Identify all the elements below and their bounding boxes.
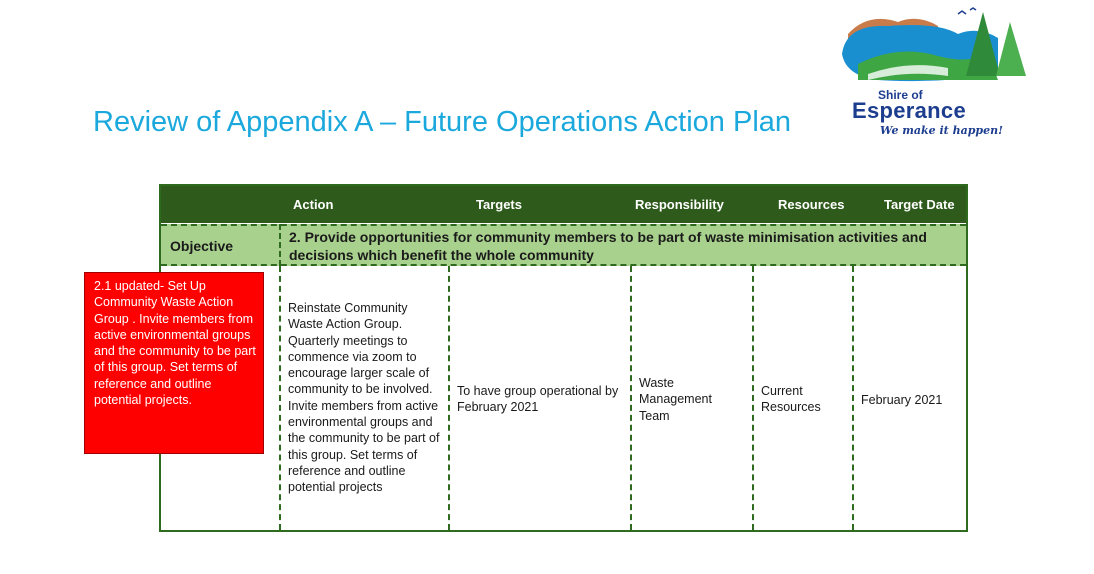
objective-text: 2. Provide opportunities for community m… [289, 229, 927, 263]
logo-shire-text: Shire of [878, 88, 923, 102]
column-divider [448, 266, 450, 530]
header-responsibility: Responsibility [635, 197, 724, 212]
logo-landscape-icon [842, 7, 1026, 82]
header-targets: Targets [476, 197, 522, 212]
responsibility-cell: Waste Management Team [639, 376, 712, 423]
header-target-date: Target Date [884, 197, 955, 212]
table-header-row: Action Targets Responsibility Resources … [161, 186, 966, 223]
objective-row: Objective 2. Provide opportunities for c… [161, 224, 966, 266]
column-divider [279, 266, 281, 530]
shire-logo: Shire of Esperance We make it happen! [838, 4, 1038, 142]
objective-label: Objective [170, 238, 234, 254]
header-action: Action [293, 197, 334, 212]
targets-cell: To have group operational by February 20… [457, 384, 619, 415]
column-divider [752, 266, 754, 530]
resources-cell: Current Resources [761, 384, 821, 415]
action-cell: Reinstate Community Waste Action Group. … [288, 301, 440, 495]
header-resources: Resources [778, 197, 845, 212]
update-note-callout: 2.1 updated- Set Up Community Waste Acti… [84, 272, 264, 454]
target-date-cell: February 2021 [861, 393, 943, 407]
column-divider [852, 266, 854, 530]
column-divider [279, 224, 281, 266]
logo-name-text: Esperance [852, 98, 966, 123]
slide-title: Review of Appendix A – Future Operations… [93, 106, 792, 138]
logo-tagline: We make it happen! [880, 124, 1003, 137]
column-divider [630, 266, 632, 530]
action-plan-table: Action Targets Responsibility Resources … [159, 184, 968, 532]
